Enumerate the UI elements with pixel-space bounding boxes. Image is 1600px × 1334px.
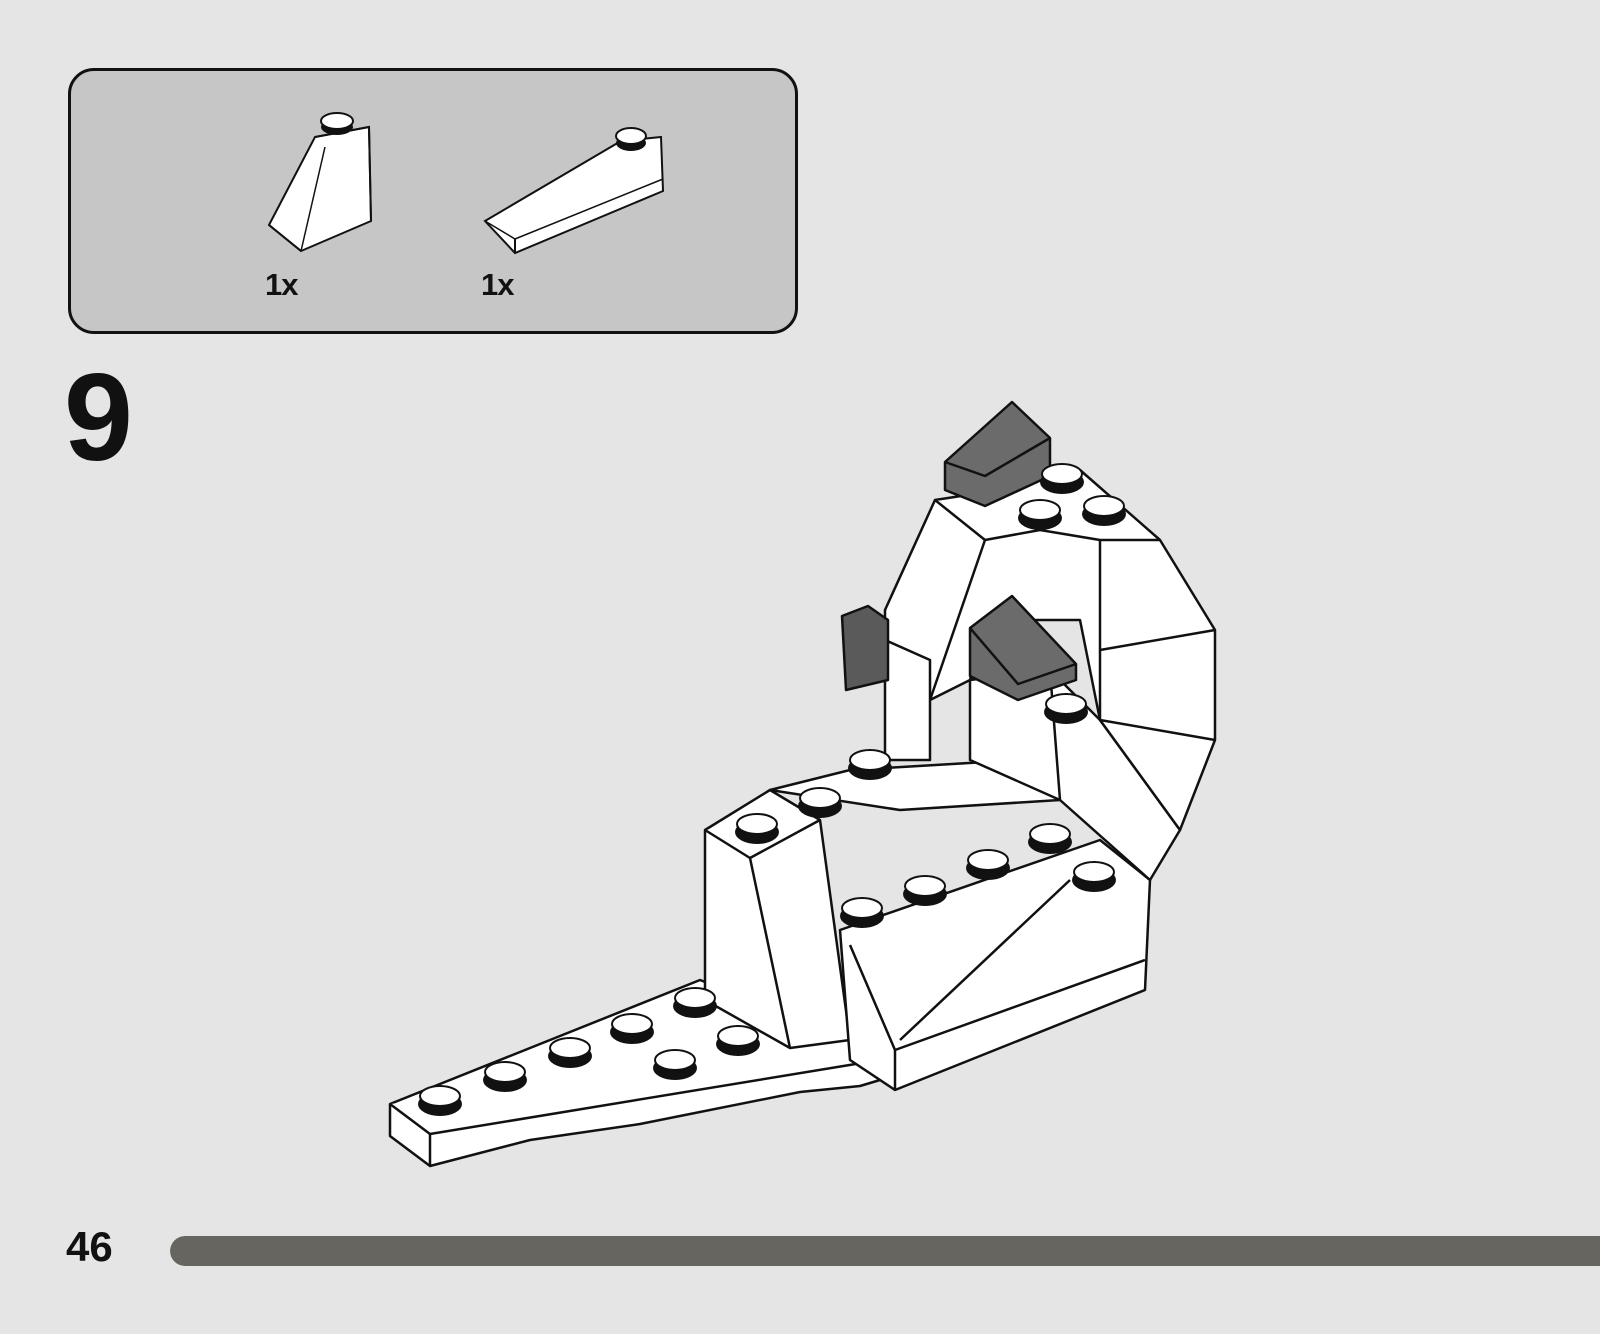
progress-bar xyxy=(170,1236,1600,1266)
progress-fill xyxy=(170,1236,1600,1266)
page-number: 46 xyxy=(66,1226,113,1268)
